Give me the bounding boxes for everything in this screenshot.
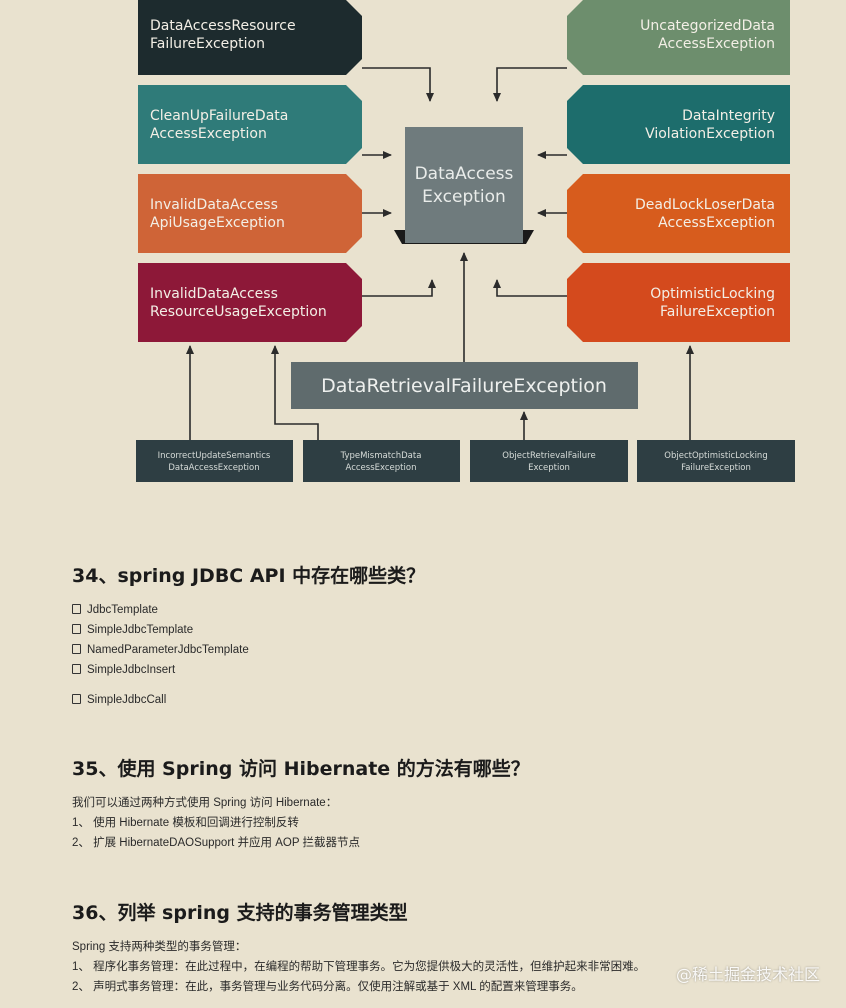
q35-item-2: 2、 扩展 HibernateDAOSupport 并应用 AOP 拦截器节点 xyxy=(72,837,361,849)
watermark: @稀土掘金技术社区 xyxy=(675,965,820,984)
right-box-2-line2: ViolationException xyxy=(645,126,775,142)
q34-item-1-text: JdbcTemplate xyxy=(87,604,158,616)
bottom-box-2-line1: TypeMismatchData xyxy=(340,451,422,461)
checkbox-square-icon xyxy=(72,664,81,674)
q36-item-1: 1、 程序化事务管理：在此过程中，在编程的帮助下管理事务。它为您提供极大的灵活性… xyxy=(72,961,646,973)
bottom-box-4-line1: ObjectOptimisticLocking xyxy=(664,451,767,461)
q36-intro: Spring 支持两种类型的事务管理： xyxy=(72,941,247,953)
right-box-2 xyxy=(567,85,790,164)
right-box-3-line1: DeadLockLoserData xyxy=(635,197,775,213)
right-box-3 xyxy=(567,174,790,253)
left-box-2-line1: CleanUpFailureData xyxy=(150,108,288,124)
left-box-4-line2: ResourceUsageException xyxy=(150,304,327,320)
right-box-4 xyxy=(567,263,790,342)
left-box-2-line2: AccessException xyxy=(150,126,267,142)
q34-item-3-text: NamedParameterJdbcTemplate xyxy=(87,644,249,656)
right-boxes: UncategorizedData AccessException DataIn… xyxy=(567,0,790,342)
q35-intro: 我们可以通过两种方式使用 Spring 访问 Hibernate： xyxy=(72,797,338,809)
bottom-box-2 xyxy=(303,440,460,482)
q34-item-5-text: SimpleJdbcCall xyxy=(87,694,167,706)
bottom-box-3-line1: ObjectRetrievalFailure xyxy=(502,451,595,461)
q35-title: 35、使用 Spring 访问 Hibernate 的方法有哪些？ xyxy=(72,758,530,780)
section-q36: 36、列举 spring 支持的事务管理类型 Spring 支持两种类型的事务管… xyxy=(72,898,812,997)
checkbox-square-icon xyxy=(72,624,81,634)
q34-item-4-text: SimpleJdbcInsert xyxy=(87,664,176,676)
center-box-line2: Exception xyxy=(422,187,506,207)
bottom-box-4-line2: FailureException xyxy=(681,463,751,473)
left-box-3-line2: ApiUsageException xyxy=(150,215,285,231)
left-box-3-line1: InvalidDataAccess xyxy=(150,197,278,213)
bottom-boxes: IncorrectUpdateSemantics DataAccessExcep… xyxy=(136,440,795,482)
right-box-1-line1: UncategorizedData xyxy=(640,18,775,34)
right-box-1-line2: AccessException xyxy=(658,36,775,52)
q34-item-1: JdbcTemplate xyxy=(72,600,812,620)
checkbox-square-icon xyxy=(72,604,81,614)
diagram-arrows xyxy=(186,67,694,440)
right-box-2-line1: DataIntegrity xyxy=(682,108,775,124)
right-box-4-line1: OptimisticLocking xyxy=(650,286,775,302)
bottom-box-3-line2: Exception xyxy=(528,463,570,473)
left-box-4-line1: InvalidDataAccess xyxy=(150,286,278,302)
left-box-1-line1: DataAccessResource xyxy=(150,18,296,34)
bottom-box-2-line2: AccessException xyxy=(346,463,417,473)
center-box-line1: DataAccess xyxy=(415,164,514,184)
middle-box-label: DataRetrievalFailureException xyxy=(321,375,607,397)
q34-item-2: SimpleJdbcTemplate xyxy=(72,620,812,640)
right-box-3-line2: AccessException xyxy=(658,215,775,231)
q34-item-4: SimpleJdbcInsert xyxy=(72,660,812,680)
left-box-1 xyxy=(138,0,362,75)
bottom-box-1-line2: DataAccessException xyxy=(168,463,259,473)
right-box-1 xyxy=(567,0,790,75)
bottom-box-3 xyxy=(470,440,628,482)
bottom-box-4 xyxy=(637,440,795,482)
section-q34: 34、spring JDBC API 中存在哪些类？ JdbcTemplate … xyxy=(72,561,812,710)
q34-item-2-text: SimpleJdbcTemplate xyxy=(87,624,194,636)
q35-item-1: 1、 使用 Hibernate 模板和回调进行控制反转 xyxy=(72,817,299,829)
q34-title: 34、spring JDBC API 中存在哪些类？ xyxy=(72,565,426,587)
left-box-3 xyxy=(138,174,362,253)
bottom-box-1-line1: IncorrectUpdateSemantics xyxy=(158,451,271,461)
section-q35: 35、使用 Spring 访问 Hibernate 的方法有哪些？ 我们可以通过… xyxy=(72,754,812,853)
center-box: DataAccess Exception xyxy=(394,127,534,244)
exception-hierarchy-diagram: DataAccess Exception DataAccessResource … xyxy=(136,0,795,482)
checkbox-square-icon xyxy=(72,694,81,704)
q34-item-3: NamedParameterJdbcTemplate xyxy=(72,640,812,660)
bottom-box-1 xyxy=(136,440,293,482)
right-box-4-line2: FailureException xyxy=(660,304,775,320)
left-box-4 xyxy=(138,263,362,342)
left-boxes: DataAccessResource FailureException Clea… xyxy=(138,0,362,342)
left-box-2 xyxy=(138,85,362,164)
q34-item-5: SimpleJdbcCall xyxy=(72,690,812,710)
left-box-1-line2: FailureException xyxy=(150,36,265,52)
middle-box: DataRetrievalFailureException xyxy=(291,362,638,409)
checkbox-square-icon xyxy=(72,644,81,654)
q36-title: 36、列举 spring 支持的事务管理类型 xyxy=(72,902,408,924)
q36-item-2: 2、 声明式事务管理：在此，事务管理与业务代码分离。仅使用注解或基于 XML 的… xyxy=(72,981,583,993)
